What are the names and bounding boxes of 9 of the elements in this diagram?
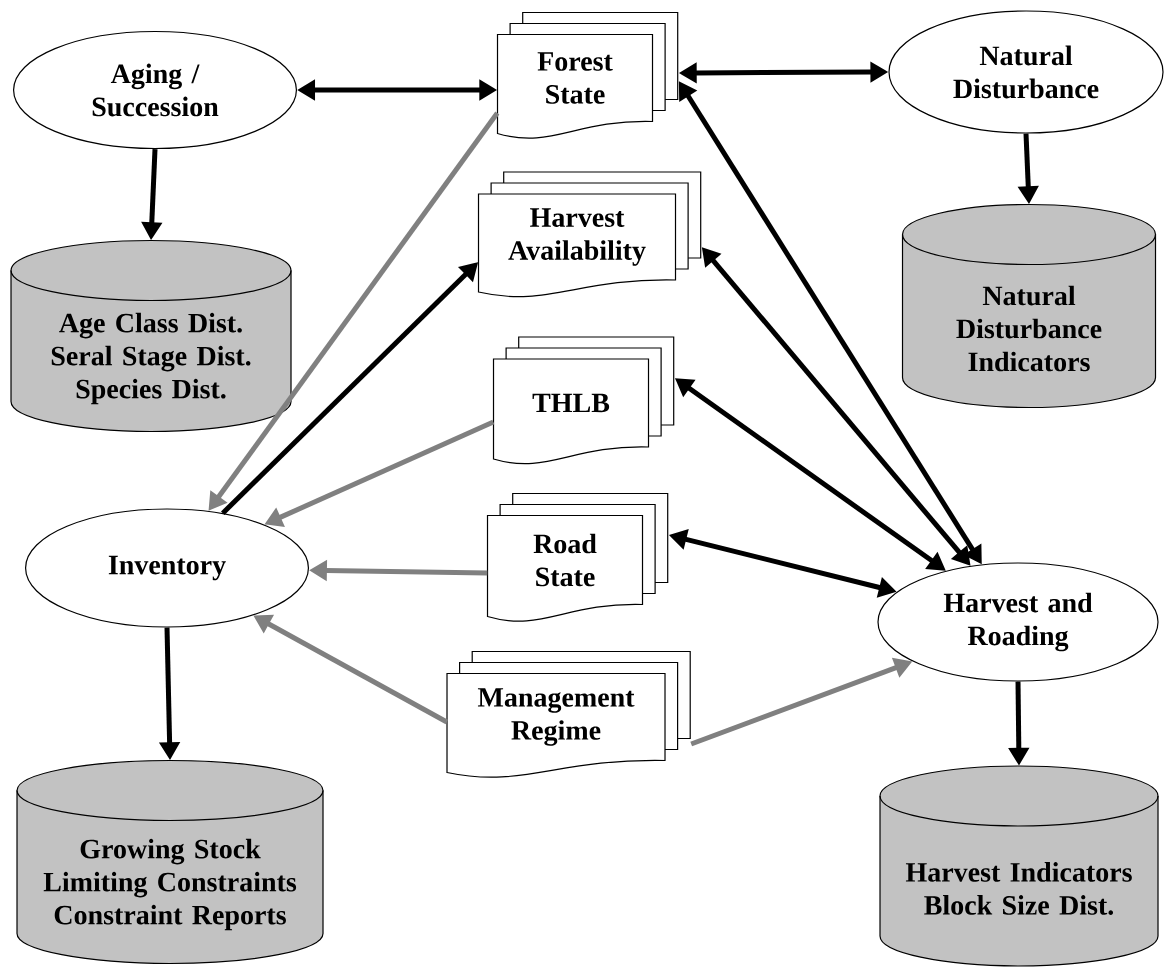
document-stack: Management Regime	[446, 650, 691, 778]
document-stack: Forest State	[496, 11, 679, 139]
data-cylinder: Age Class Dist. Seral Stage Dist. Species Dist.	[10, 239, 292, 433]
document-stack: Harvest Availability	[477, 171, 702, 298]
data-cylinder: Growing Stock Limiting Constraints Constraint Reports	[16, 759, 324, 965]
data-cylinder: Harvest Indicators Block Size Dist.	[879, 765, 1159, 967]
document-stack: Road State	[486, 492, 669, 622]
data-cylinder: Natural Disturbance Indicators	[901, 203, 1157, 409]
document-stack: THLB	[492, 336, 675, 465]
